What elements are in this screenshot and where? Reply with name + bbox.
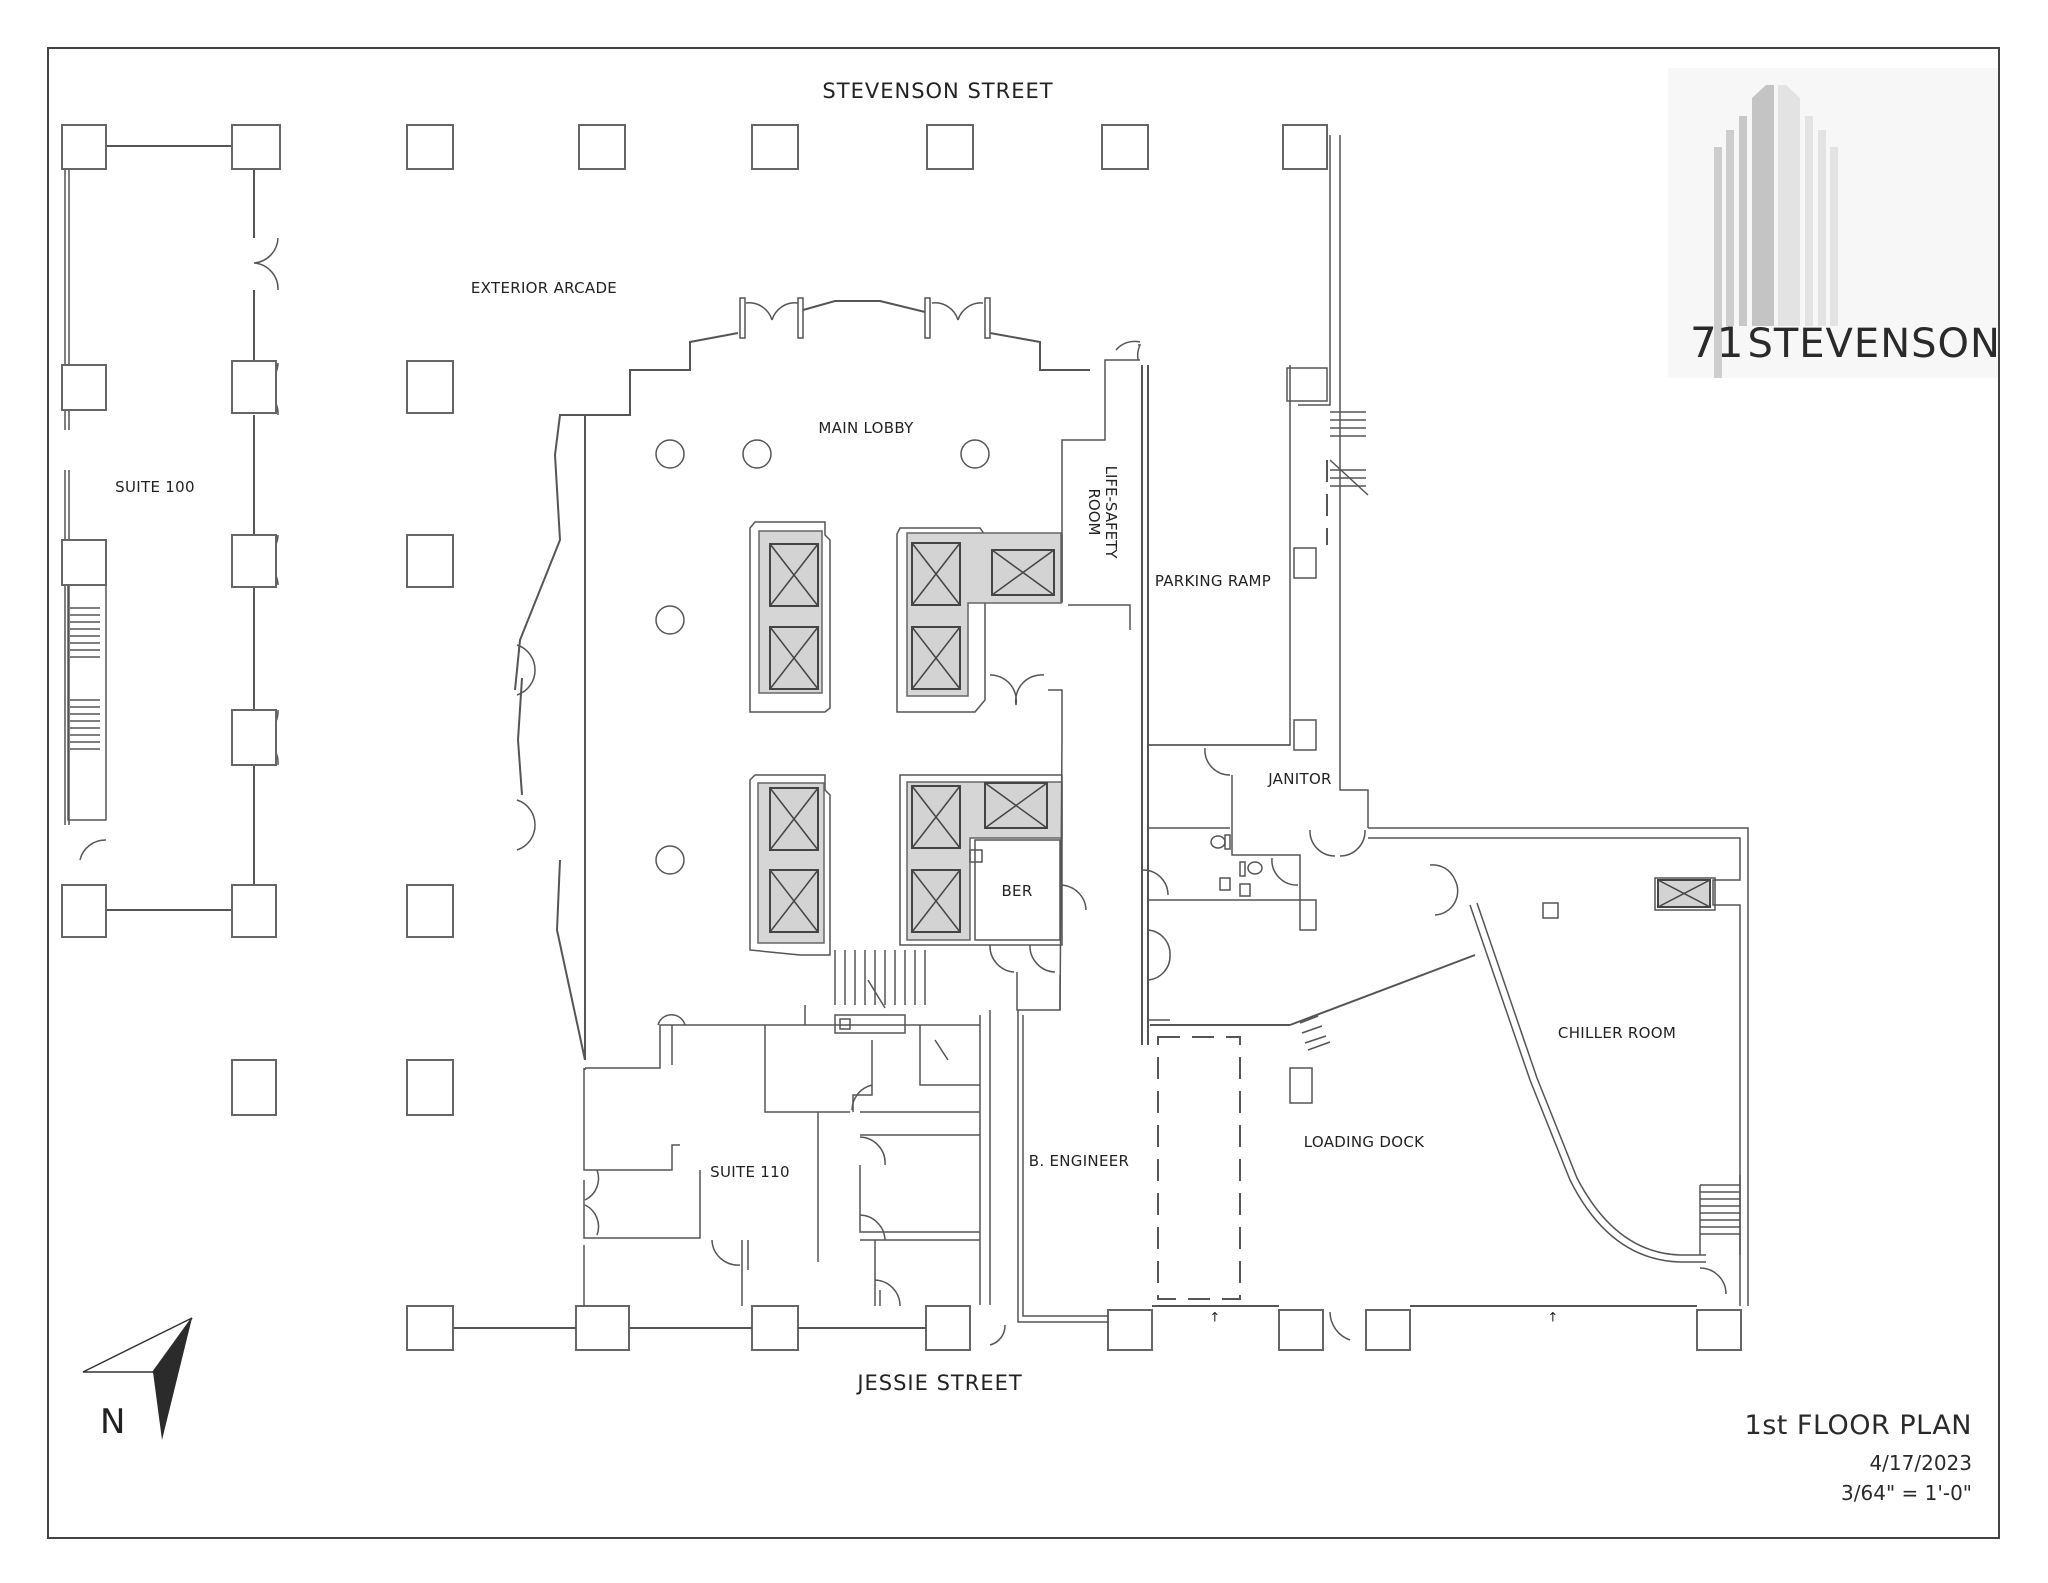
elevator-shaft-icon: [769, 543, 819, 607]
room-label-loading-dock: LOADING DOCK: [1303, 1133, 1425, 1151]
life-safety-room-walls: [1061, 340, 1149, 1045]
main-lobby-walls: [514, 297, 1090, 1061]
elevator-shaft-icon: [991, 549, 1055, 596]
room-label-suite-100: SUITE 100: [115, 478, 195, 496]
street-label-north: STEVENSON STREET: [822, 79, 1054, 103]
elevator-shaft-icon: [911, 626, 961, 690]
structural-columns: [61, 124, 1742, 1351]
room-label-b-engineer: B. ENGINEER: [1028, 1152, 1130, 1170]
suite-110-engineer-walls: [453, 950, 1108, 1346]
plan-date: 4/17/2023: [1869, 1451, 1972, 1475]
room-label-exterior-arcade: EXTERIOR ARCADE: [470, 279, 618, 297]
dock-arrow-icon: ↑: [1209, 1310, 1221, 1326]
plan-scale: 3/64" = 1'-0": [1841, 1481, 1972, 1505]
chiller-loading-walls: [1150, 827, 1749, 1341]
street-label-south: JESSIE STREET: [857, 1371, 1023, 1395]
elevator-shaft-icon: [769, 787, 819, 851]
dock-arrow-icon: ↑: [1547, 1310, 1559, 1326]
room-label-suite-110: SUITE 110: [710, 1163, 790, 1181]
room-label-janitor: JANITOR: [1268, 770, 1332, 788]
room-label-life-safety: LIFE-SAFETY ROOM: [1085, 465, 1120, 559]
logo-name: STEVENSON: [1747, 321, 2001, 367]
room-label-parking-ramp: PARKING RAMP: [1154, 572, 1272, 590]
room-label-ber: BER: [1001, 882, 1033, 900]
elevator-shaft-icon: [769, 869, 819, 933]
room-label-main-lobby: MAIN LOBBY: [818, 419, 914, 437]
elevator-banks: [749, 521, 1063, 956]
ber-room-walls: [969, 674, 1087, 1011]
parking-ramp-walls: [1148, 135, 1369, 828]
building-logo-icon: [1714, 85, 1838, 391]
life-safety-line-2: ROOM: [1085, 488, 1103, 536]
elevator-shaft-icon: [911, 785, 961, 849]
life-safety-line-1: LIFE-SAFETY: [1102, 465, 1120, 559]
drawing-sheet-border: [47, 47, 2000, 1539]
building-logo: [1668, 68, 1998, 391]
north-arrow-letter: N: [100, 1402, 126, 1442]
room-label-chiller-room: CHILLER ROOM: [1557, 1024, 1677, 1042]
title-block: 1st FLOOR PLAN 4/17/2023 3/64" = 1'-0": [1745, 1410, 1972, 1505]
plan-title: 1st FLOOR PLAN: [1744, 1410, 1972, 1441]
logo-number: 71: [1690, 318, 1744, 367]
elevator-shaft-icon: [769, 626, 819, 690]
janitor-restroom-walls: [1142, 744, 1366, 1045]
elevator-shaft-icon: [984, 782, 1048, 829]
elevator-shaft-icon: [911, 869, 961, 933]
suite-100-walls: [64, 145, 279, 911]
elevator-shaft-icon: [911, 542, 961, 606]
north-arrow-icon: [82, 1317, 193, 1440]
